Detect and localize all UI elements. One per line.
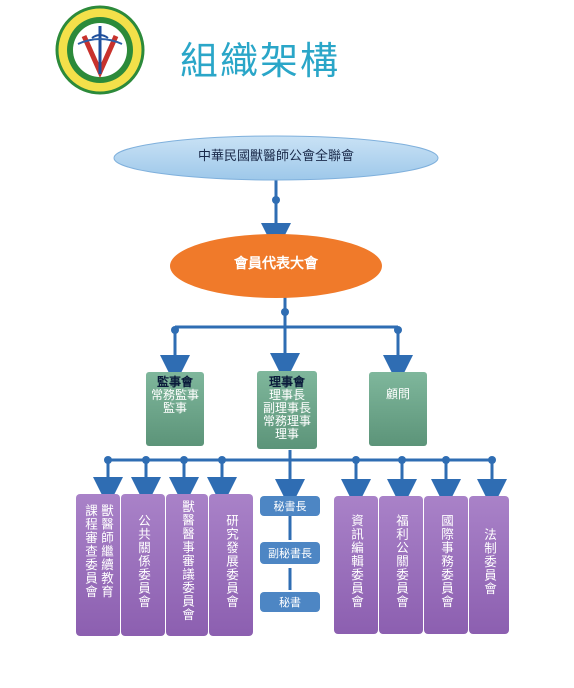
committee-label-group: 獸醫醫事審議委員會 [166, 500, 208, 622]
advisor-box [369, 372, 427, 446]
committee-label-group: 研究發展委員會 [209, 514, 253, 609]
directors-line: 副理事長 [262, 401, 311, 415]
directors-label-group: 理事會 理事長 副理事長 常務理事 理事 [257, 376, 317, 441]
committee-label: 國際事務委員會 [439, 514, 454, 609]
committee-label-group: 國際事務委員會 [424, 514, 468, 609]
association-logo [55, 5, 145, 95]
committee-label: 福利公關委員會 [394, 514, 409, 609]
committee-label-group: 獸醫師繼續教育 課程審查委員會 [76, 504, 120, 599]
secretary-general-label: 秘書長 [273, 500, 307, 513]
committee-box [469, 496, 509, 634]
committee-label: 獸醫師繼續教育 [99, 504, 114, 599]
committee-label-group: 公共關係委員會 [121, 514, 165, 609]
committee-label: 獸醫醫事審議委員會 [180, 500, 195, 622]
directors-line: 常務理事 [262, 414, 311, 428]
committee-label: 法制委員會 [482, 528, 497, 596]
supervisors-title: 監事會 [156, 375, 193, 389]
connector-dots [104, 196, 496, 464]
assembly-node [170, 234, 382, 298]
supervisors-line: 常務監事 [150, 388, 199, 402]
supervisors-line: 監事 [162, 401, 187, 415]
committee-label-group: 法制委員會 [469, 528, 509, 596]
committee-box [76, 494, 120, 636]
committee-box [166, 494, 208, 636]
committee-box [379, 496, 423, 634]
connectors [93, 180, 507, 590]
deputy-secretary-general-label: 副秘書長 [268, 547, 312, 560]
committee-box [121, 494, 165, 636]
committee-box [424, 496, 468, 634]
assembly-label: 會員代表大會 [234, 256, 318, 272]
secretary-box [260, 592, 320, 612]
advisor-label: 顧問 [385, 387, 410, 401]
secretary-label: 秘書 [279, 596, 301, 609]
secretary-general-box [260, 496, 320, 516]
committee-box [334, 496, 378, 634]
committee-box [209, 494, 253, 636]
committee-label: 課程審查委員會 [83, 504, 98, 599]
deputy-secretary-general-box [260, 542, 320, 564]
supervisors-box [146, 372, 204, 446]
directors-title: 理事會 [268, 375, 305, 389]
directors-line: 理事 [274, 427, 299, 441]
federation-label: 中華民國獸醫師公會全聯會 [197, 149, 354, 164]
committee-label-group: 福利公關委員會 [379, 514, 423, 609]
supervisors-label-group: 監事會 常務監事 監事 [146, 376, 204, 415]
committee-label: 公共關係委員會 [136, 514, 151, 609]
committee-label: 研究發展委員會 [224, 514, 239, 609]
directors-box [257, 371, 317, 449]
committee-label-group: 資訊編輯委員會 [334, 514, 378, 609]
committee-label: 資訊編輯委員會 [349, 514, 364, 609]
directors-line: 理事長 [268, 388, 305, 402]
federation-node [113, 135, 439, 181]
page-title: 組織架構 [180, 39, 341, 83]
